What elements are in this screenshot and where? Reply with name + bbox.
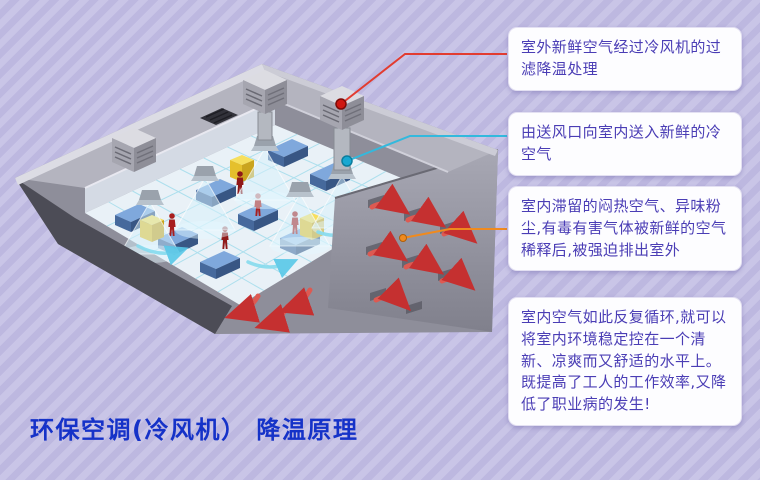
callout-exhaust-air-text: 室内滞留的闷热空气、异味粉尘,有毒有害气体被新鲜的空气稀释后,被强迫排出室外 [521, 197, 727, 259]
roof-eave-right [262, 64, 498, 156]
exhaust-airflow-arrows [224, 183, 478, 333]
callout-exhaust-air: 室内滞留的闷热空气、异味粉尘,有毒有害气体被新鲜的空气稀释后,被强迫排出室外 [508, 186, 742, 272]
connector-outdoor-air [335, 53, 507, 110]
callout-outdoor-air-text: 室外新鲜空气经过冷风机的过滤降温处理 [521, 38, 722, 78]
interior-back-wall [85, 100, 275, 213]
callout-supply-air-text: 由送风口向室内送入新鲜的冷空气 [521, 123, 722, 163]
roof-inner-edge-left [84, 99, 276, 189]
connector-supply-air [341, 135, 507, 167]
building-illustration [15, 64, 499, 334]
connector-line-outdoor-air [340, 53, 507, 105]
page-title: 环保空调(冷风机） 降温原理 [30, 416, 359, 444]
front-left-wall [15, 178, 232, 334]
connector-dot-exhaust-air [399, 234, 407, 242]
callout-outdoor-air: 室外新鲜空气经过冷风机的过滤降温处理 [508, 27, 742, 91]
connector-line-exhaust-air [402, 228, 507, 239]
roof-inner-edge-right [274, 99, 449, 173]
roof-grille [200, 108, 238, 125]
connector-dot-outdoor-air [335, 98, 347, 110]
connector-dot-supply-air [341, 155, 353, 167]
callout-circulation-text: 室内空气如此反复循环,就可以将室内环境稳定控在一个清新、凉爽而又舒适的水平上。既… [521, 308, 727, 413]
connector-exhaust-air [399, 228, 507, 242]
callout-connectors [335, 53, 507, 242]
connector-line-supply-air [346, 135, 507, 162]
roof-eave-left [15, 64, 265, 185]
supply-ducts [257, 111, 351, 171]
callout-supply-air: 由送风口向室内送入新鲜的冷空气 [508, 112, 742, 176]
callout-circulation: 室内空气如此反复循环,就可以将室内环境稳定控在一个清新、凉爽而又舒适的水平上。既… [508, 297, 742, 426]
